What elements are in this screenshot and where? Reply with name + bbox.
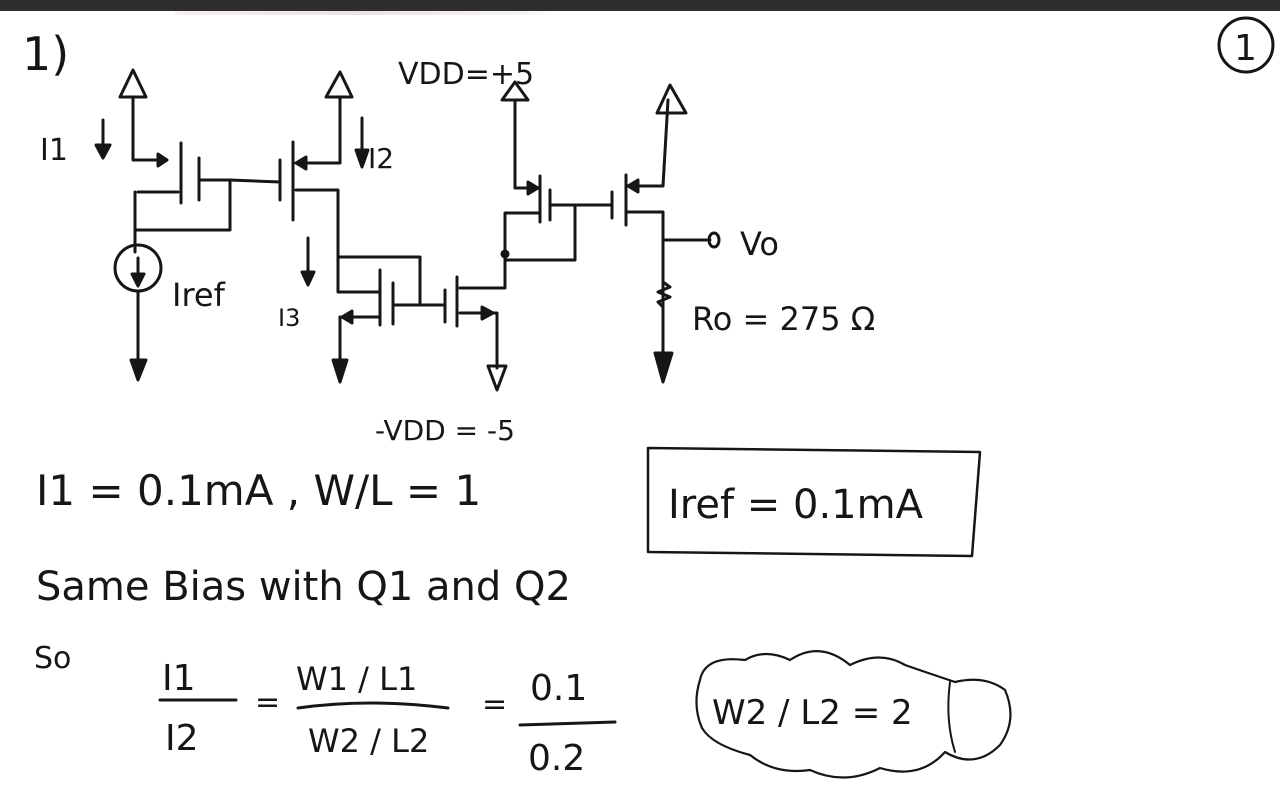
current-source-iref [113,243,163,293]
boxed-wl-result: W2 / L2 = 2 [695,650,1012,779]
label-iref: Iref [172,276,226,314]
problem-number: 1) [22,27,69,81]
output-node-vo [661,231,721,249]
label-vo: Vo [740,225,779,263]
boxed-wl-text: W2 / L2 = 2 [712,693,913,733]
same-bias-statement: Same Bias with Q1 and Q2 [36,564,571,610]
vdd-arrow-q1 [118,68,169,168]
frac3-denominator: 0.2 [528,738,585,779]
so-label: So [34,641,71,676]
frac2-numerator: W1 / L1 [296,660,417,698]
boxed-iref-result: Iref = 0.1mA [646,446,982,558]
current-arrow-i1 [94,118,112,160]
transistor-q5 [500,174,577,262]
transistor-q6 [610,83,688,362]
equals-1: = [255,685,280,720]
vdd-arrow-q5 [500,80,540,196]
label-i3: I3 [278,304,300,332]
transistor-q2 [278,70,354,264]
transistor-q3 [331,255,422,384]
boxed-iref-text: Iref = 0.1mA [668,482,924,528]
ground-arrow-iref [129,290,148,382]
current-arrow-i3 [300,236,316,287]
label-i1: I1 [40,133,68,168]
ratio-fraction-currents: I1 I2 [158,658,238,759]
viewer-top-bar [0,0,1280,11]
gate-wire-q1-q2 [228,178,282,184]
given-values: I1 = 0.1mA , W/L = 1 [36,466,481,515]
equals-2: = [482,687,507,722]
label-i2: I2 [368,142,394,175]
frac2-denominator: W2 / L2 [308,722,429,760]
current-arrow-i2 [354,116,370,169]
frac3-numerator: 0.1 [530,668,587,709]
resistor-ro [653,268,674,384]
transistor-q4 [443,251,508,392]
bleed-through-text [175,11,545,15]
ratio-fraction-wl: W1 / L1 W2 / L2 [296,660,450,760]
label-neg-vdd: -VDD = -5 [375,414,515,447]
transistor-q1 [133,141,232,232]
label-ro: Ro = 275 Ω [692,300,875,338]
page-badge-number: 1 [1234,28,1257,69]
ratio-fraction-values: 0.1 0.2 [518,668,617,779]
page-badge: 1 [1217,16,1275,74]
label-vdd: VDD=+5 [398,57,534,92]
frac1-denominator: I2 [165,718,199,759]
frac1-numerator: I1 [162,658,196,699]
